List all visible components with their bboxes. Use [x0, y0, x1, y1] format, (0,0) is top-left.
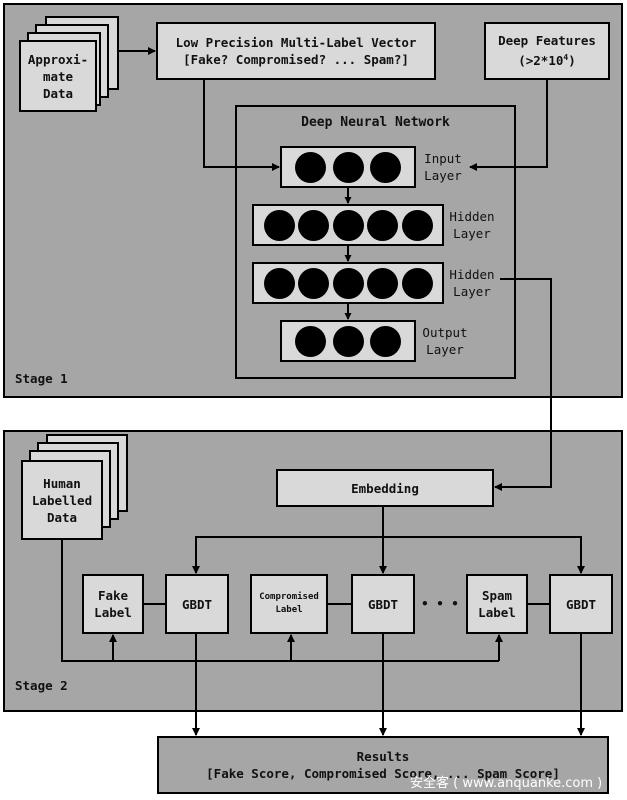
multilabel-line1: Low Precision Multi-Label Vector: [175, 35, 417, 50]
multilabel-line2: [Fake? Compromised? ... Spam?]: [183, 52, 409, 67]
neuron: [332, 209, 364, 241]
embedding-box: Embedding: [276, 469, 494, 507]
neuron: [263, 267, 295, 299]
ellipsis: • • •: [421, 596, 459, 611]
neuron: [332, 267, 364, 299]
multilabel-vector-box: Low Precision Multi-Label Vector [Fake? …: [156, 22, 436, 80]
approx-line1: Approxi-: [27, 51, 89, 67]
dnn-title: Deep Neural Network: [301, 115, 450, 130]
gbdt-box-fake: GBDT: [165, 574, 229, 634]
deep-features-line2: (>2*104): [518, 49, 576, 69]
df-prefix: (>2*10: [518, 53, 564, 69]
results-box: Results [Fake Score, Compromised Score, …: [157, 736, 609, 794]
gbdt-box-compromised: GBDT: [351, 574, 415, 634]
neuron: [298, 267, 329, 299]
input-layer: [280, 146, 416, 188]
df-suffix: ): [568, 53, 576, 69]
neuron: [401, 267, 433, 299]
output-layer: [280, 320, 416, 362]
neuron: [367, 267, 398, 299]
hidden-layer-2: [252, 262, 444, 304]
layer-name: Output: [422, 325, 468, 340]
human-line2: Labelled: [31, 492, 93, 508]
stage2-label: Stage 2: [15, 678, 68, 693]
layer-name2: Layer: [453, 284, 491, 299]
deep-features-box: Deep Features (>2*104): [484, 22, 610, 80]
stage1-label: Stage 1: [15, 371, 68, 386]
spam-label-box: Spam Label: [466, 574, 528, 634]
neuron: [294, 325, 326, 357]
compromised-label-box: Compromised Label: [250, 574, 328, 634]
human-line3: Data: [46, 509, 78, 525]
neuron: [401, 209, 433, 241]
fake-label-line1: Fake: [97, 588, 129, 603]
layer-name: Hidden: [449, 209, 495, 224]
neuron: [370, 151, 402, 183]
deep-features-line1: Deep Features: [498, 33, 596, 49]
layer-name2: Layer: [424, 168, 462, 183]
watermark: 安全客 ( www.anquanke.com ): [410, 776, 603, 791]
df-sup: 4: [563, 53, 569, 63]
neuron: [332, 325, 364, 357]
compromised-label-line1: Compromised: [259, 592, 319, 602]
layer-name: Hidden: [449, 267, 495, 282]
gbdt-box-spam: GBDT: [549, 574, 613, 634]
neuron: [298, 209, 329, 241]
results-line2: [Fake Score, Compromised Score, ... Spam…: [206, 766, 560, 781]
approximate-data-box: Approxi- mate Data: [19, 40, 97, 112]
hidden-layer-2-label: Hidden Layer: [447, 266, 497, 300]
human-line1: Human: [43, 475, 81, 491]
compromised-label-line2: Label: [275, 605, 303, 615]
fake-label-box: Fake Label: [82, 574, 144, 634]
neuron: [332, 151, 364, 183]
layer-name: Input: [424, 151, 462, 166]
spam-label-line1: Spam: [481, 588, 513, 603]
neuron: [263, 209, 295, 241]
spam-label-line2: Label: [478, 605, 516, 620]
input-layer-label: Input Layer: [420, 150, 466, 184]
output-layer-label: Output Layer: [420, 324, 470, 358]
neuron: [367, 209, 398, 241]
human-labelled-data-box: Human Labelled Data: [21, 460, 103, 540]
fake-label-line2: Label: [94, 605, 132, 620]
neuron: [370, 325, 402, 357]
layer-name2: Layer: [426, 342, 464, 357]
layer-name2: Layer: [453, 226, 491, 241]
hidden-layer-1: [252, 204, 444, 246]
approx-line2: mate: [42, 68, 74, 84]
hidden-layer-1-label: Hidden Layer: [447, 208, 497, 242]
neuron: [294, 151, 326, 183]
approx-line3: Data: [42, 85, 74, 101]
results-line1: Results: [356, 749, 410, 764]
